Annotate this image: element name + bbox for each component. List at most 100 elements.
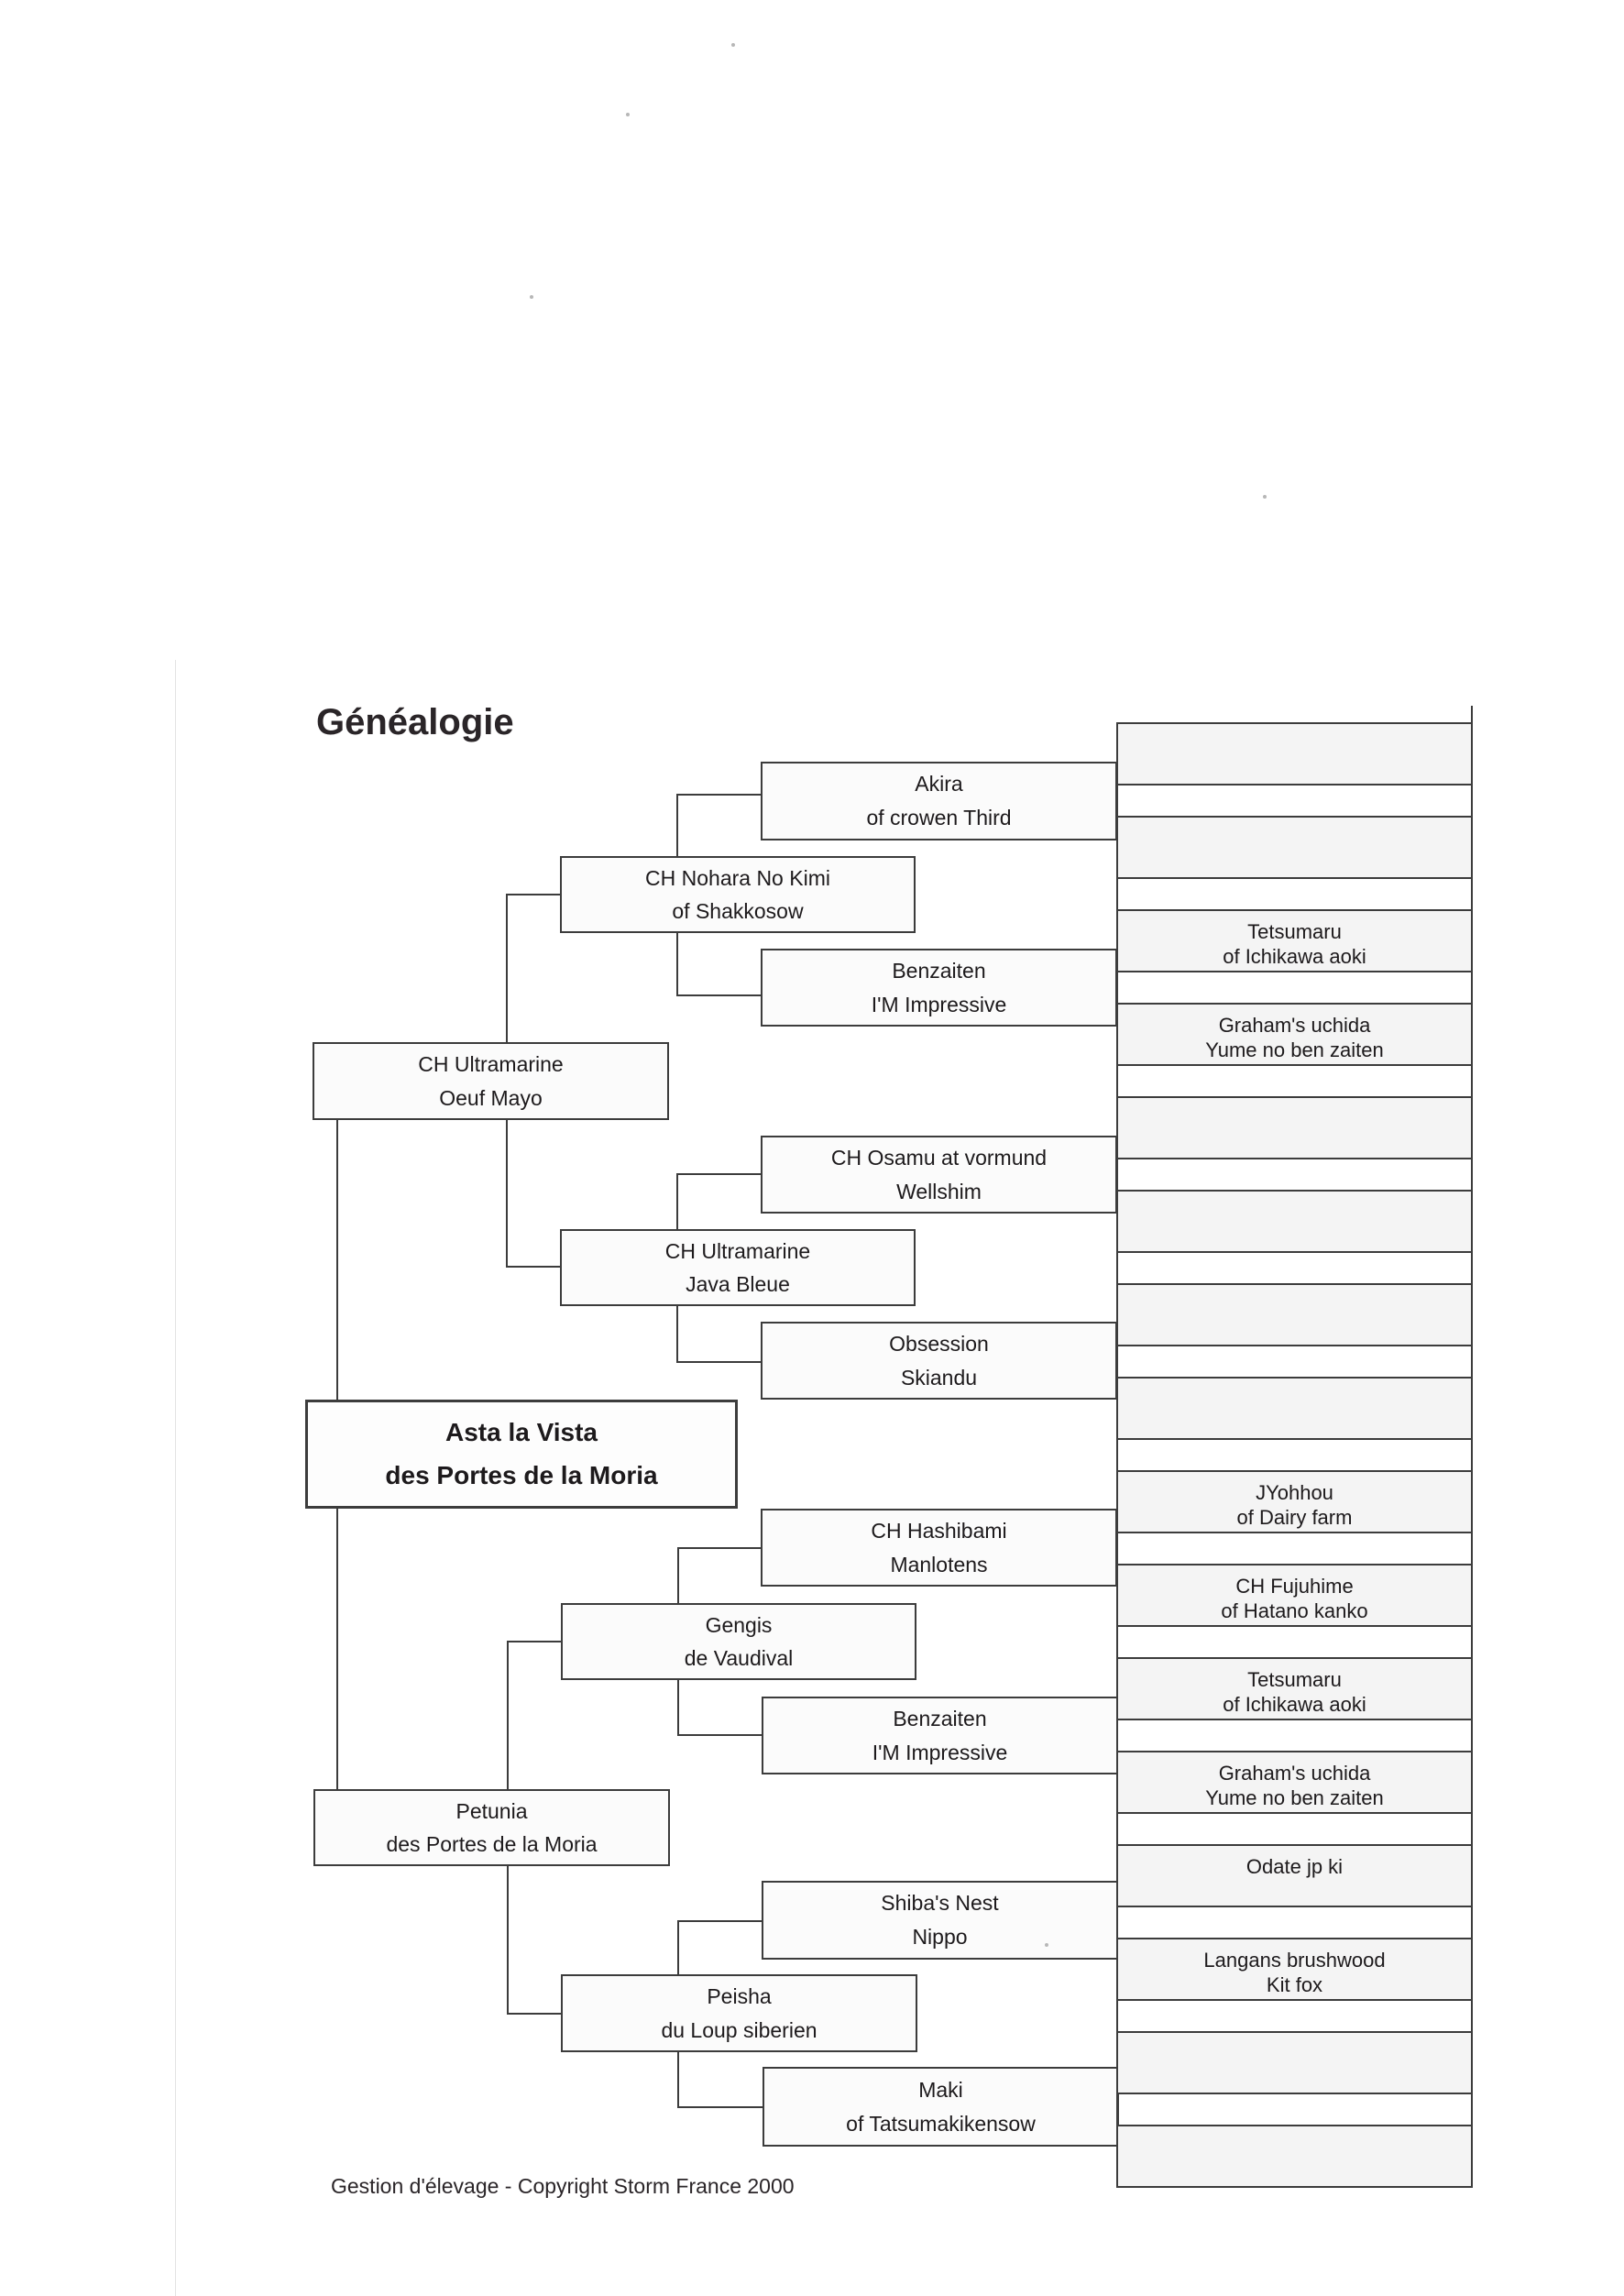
ggg-parent-box: Tetsumaru of Ichikawa aoki	[1116, 909, 1473, 972]
ggg-parent-kennel: Kit fox	[1266, 1973, 1323, 1997]
great-grandparent-name: Obsession	[889, 1332, 989, 1357]
ggg-parent-box: CH Fujuhime of Hatano kanko	[1116, 1564, 1473, 1627]
grandparent-box: Peisha du Loup siberien	[561, 1974, 917, 2052]
great-grandparent-kennel: Wellshim	[896, 1179, 982, 1203]
scan-speck	[626, 113, 630, 116]
ggg-parent-kennel: of Ichikawa aoki	[1223, 945, 1366, 969]
great-grandparent-box: Shiba's Nest Nippo	[762, 1881, 1118, 1960]
ggg-parent-name: Tetsumaru	[1247, 1668, 1342, 1691]
tree-connector	[506, 1120, 508, 1267]
great-grandparent-box: CH Osamu at vormund Wellshim	[761, 1136, 1117, 1214]
tree-connector	[1116, 722, 1118, 2188]
tree-connector	[676, 794, 761, 796]
great-grandparent-kennel: Manlotens	[890, 1552, 988, 1576]
ggg-parent-name: CH Fujuhime	[1235, 1575, 1354, 1598]
great-grandparent-kennel: I'M Impressive	[872, 1740, 1008, 1764]
ggg-parent-box: Odate jp ki	[1116, 1844, 1473, 1907]
great-grandparent-kennel: I'M Impressive	[871, 992, 1007, 1016]
grandparent-kennel: of Shakkosow	[672, 898, 804, 923]
tree-connector	[676, 1173, 761, 1175]
grandparent-box: CH Ultramarine Java Bleue	[560, 1229, 916, 1306]
great-grandparent-name: Akira	[915, 772, 963, 796]
tree-connector	[507, 2013, 561, 2015]
ggg-parent-kennel: Yume no ben zaiten	[1205, 1038, 1384, 1062]
tree-connector	[336, 1509, 338, 1789]
tree-connector	[507, 1641, 561, 1642]
sire-box: CH Ultramarine Oeuf Mayo	[313, 1042, 669, 1120]
ggg-parent-kennel: Yume no ben zaiten	[1205, 1786, 1384, 1810]
tree-connector	[506, 894, 560, 895]
tree-connector	[677, 1547, 679, 1603]
tree-connector	[676, 1361, 761, 1363]
tree-connector	[336, 1120, 338, 1400]
great-grandparent-box: Benzaiten I'M Impressive	[762, 1697, 1118, 1774]
scan-speck	[530, 295, 533, 299]
grandparent-kennel: Java Bleue	[686, 1271, 790, 1296]
scan-speck	[731, 43, 735, 47]
tree-connector	[507, 1641, 509, 1789]
tree-connector	[676, 794, 678, 856]
ggg-parent-box: Graham's uchida Yume no ben zaiten	[1116, 1003, 1473, 1066]
ggg-parent-box: Graham's uchida Yume no ben zaiten	[1116, 1751, 1473, 1814]
tree-right-edge	[1471, 706, 1473, 2188]
ggg-parent-box: JYohhou of Dairy farm	[1116, 1470, 1473, 1533]
tree-connector	[677, 1680, 679, 1735]
dam-kennel: des Portes de la Moria	[386, 1831, 598, 1856]
tree-connector	[676, 994, 761, 996]
great-grandparent-name: CH Osamu at vormund	[830, 1146, 1048, 1170]
grandparent-box: CH Nohara No Kimi of Shakkosow	[560, 856, 916, 933]
ggg-parent-box	[1116, 1377, 1473, 1440]
grandparent-name: Peisha	[707, 1984, 772, 2009]
tree-connector	[676, 933, 678, 995]
sire-kennel: Oeuf Mayo	[439, 1085, 543, 1110]
tree-connector	[677, 2052, 679, 2107]
subject-name: Asta la Vista	[444, 1418, 598, 1447]
subject-box: Asta la Vista des Portes de la Moria	[305, 1400, 738, 1509]
scan-speck	[1263, 495, 1267, 499]
ggg-parent-kennel: of Ichikawa aoki	[1223, 1693, 1366, 1717]
ggg-parent-box: Langans brushwood Kit fox	[1116, 1938, 1473, 2001]
ggg-parent-kennel: of Hatano kanko	[1221, 1599, 1368, 1623]
ggg-parent-name: JYohhou	[1256, 1481, 1333, 1504]
great-grandparent-box: CH Hashibami Manlotens	[761, 1509, 1117, 1587]
great-grandparent-name: Maki	[918, 2077, 963, 2102]
dam-name: Petunia	[455, 1798, 528, 1823]
ggg-parent-box	[1116, 1190, 1473, 1253]
scan-speck	[1045, 1943, 1048, 1947]
tree-connector	[677, 1920, 763, 1922]
footer-copyright: Gestion d'élevage - Copyright Storm Fran…	[331, 2174, 795, 2198]
grandparent-name: CH Ultramarine	[664, 1238, 811, 1263]
ggg-parent-box	[1116, 2125, 1473, 2188]
ggg-parent-kennel: of Dairy farm	[1236, 1506, 1353, 1530]
great-grandparent-box: Maki of Tatsumakikensow	[763, 2067, 1119, 2147]
page-title: Généalogie	[316, 702, 514, 742]
grandparent-kennel: de Vaudival	[684, 1645, 794, 1670]
ggg-parent-name: Odate jp ki	[1245, 1855, 1344, 1878]
tree-connector	[677, 1920, 679, 1974]
ggg-parent-box	[1116, 722, 1473, 785]
dam-box: Petunia des Portes de la Moria	[313, 1789, 670, 1866]
ggg-parent-name: Tetsumaru	[1247, 920, 1342, 943]
grandparent-box: Gengis de Vaudival	[561, 1603, 916, 1680]
ggg-parent-name: Graham's uchida	[1218, 1014, 1371, 1037]
great-grandparent-kennel: Nippo	[912, 1925, 968, 1950]
page-edge-line	[175, 660, 176, 2296]
great-grandparent-box: Benzaiten I'M Impressive	[761, 949, 1117, 1027]
tree-connector	[677, 1547, 762, 1549]
great-grandparent-name: Benzaiten	[893, 1707, 987, 1731]
great-grandparent-kennel: of Tatsumakikensow	[846, 2112, 1036, 2137]
great-grandparent-name: Shiba's Nest	[881, 1891, 999, 1916]
ggg-parent-box	[1116, 2031, 1473, 2094]
sire-name: CH Ultramarine	[418, 1052, 564, 1077]
tree-connector	[506, 894, 508, 1042]
tree-connector	[677, 1734, 762, 1736]
tree-connector	[507, 1866, 509, 2014]
grandparent-kennel: du Loup siberien	[661, 2017, 817, 2042]
grandparent-name: Gengis	[705, 1612, 773, 1637]
grandparent-name: CH Nohara No Kimi	[645, 865, 830, 890]
great-grandparent-kennel: of crowen Third	[866, 806, 1012, 830]
tree-connector	[506, 1266, 560, 1268]
great-grandparent-name: Benzaiten	[892, 959, 986, 983]
ggg-parent-name: Graham's uchida	[1218, 1762, 1371, 1785]
tree-connector	[676, 1173, 678, 1229]
